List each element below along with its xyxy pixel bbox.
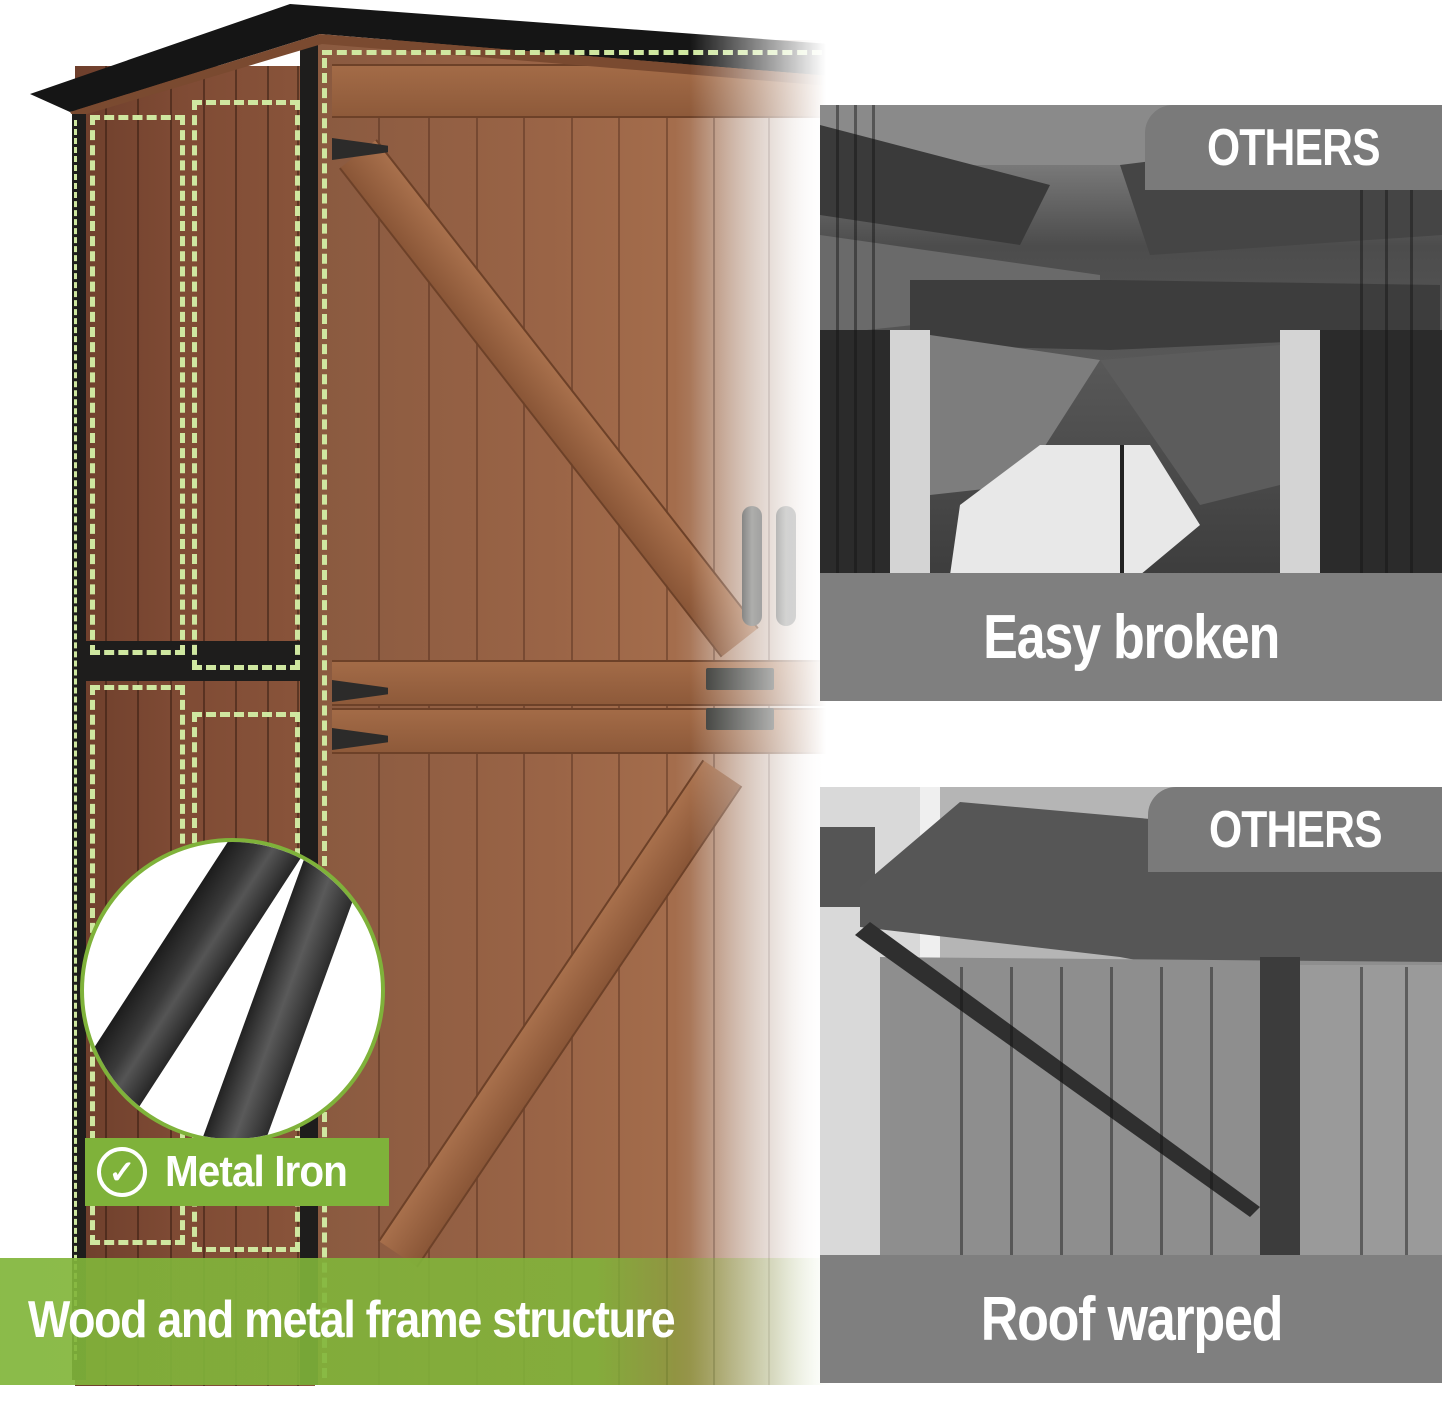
frame-outline xyxy=(322,58,330,1378)
others-caption-text: Easy broken xyxy=(983,602,1280,672)
feature-banner xyxy=(0,1258,830,1385)
frame-outline xyxy=(322,50,822,80)
check-circle-icon: ✓ xyxy=(97,1147,147,1197)
others-badge: OTHERS xyxy=(1148,787,1442,872)
metal-iron-text: Metal Iron xyxy=(165,1147,348,1196)
others-badge-text: OTHERS xyxy=(1207,118,1381,177)
others-badge: OTHERS xyxy=(1145,105,1442,190)
frame-outline xyxy=(192,100,300,670)
others-badge-text: OTHERS xyxy=(1208,800,1383,859)
metal-iron-label: ✓ Metal Iron xyxy=(85,1138,389,1206)
others-caption: Roof warped xyxy=(820,1255,1442,1383)
feature-banner-text: Wood and metal frame structure xyxy=(28,1291,676,1349)
others-caption-text: Roof warped xyxy=(980,1284,1283,1354)
metal-iron-closeup xyxy=(80,838,385,1143)
others-caption: Easy broken xyxy=(820,573,1442,701)
frame-outline xyxy=(74,120,80,1360)
shed-roof xyxy=(30,4,830,114)
frame-outline xyxy=(90,115,185,655)
